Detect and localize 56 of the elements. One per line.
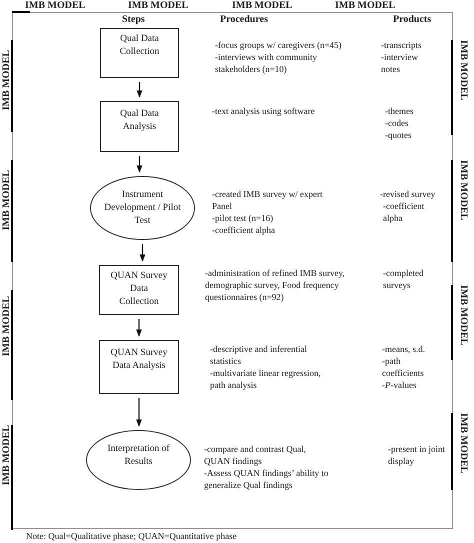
model-label: IMB MODEL — [1, 425, 12, 486]
column-header: Procedures — [220, 14, 268, 26]
step-label: QUAN Survey Data Analysis — [110, 347, 168, 373]
arrow — [136, 156, 142, 173]
step-label: QUAN Survey Data Collection — [110, 270, 168, 309]
column-header: Products — [393, 14, 432, 26]
procedure-text: -coefficient alpha — [212, 224, 276, 236]
product-text: -coefficient alpha — [383, 200, 426, 224]
step-label: Instrument Development / Pilot Test — [103, 189, 182, 228]
arrow — [136, 319, 142, 337]
caption: Note: Qual=Qualitative phase; QUAN=Quantitative phase — [26, 530, 237, 542]
procedure-text: -descriptive and inferential statistics — [210, 343, 308, 367]
process-box — [99, 340, 179, 394]
model-label: IMB MODEL — [128, 0, 188, 12]
model-label: IMB MODEL — [335, 0, 396, 12]
product-text: -present in joint display — [388, 443, 446, 467]
product-text: -completed surveys — [383, 267, 424, 291]
model-label: IMB MODEL — [232, 0, 292, 12]
procedure-text: -text analysis using software — [212, 105, 316, 117]
process-box — [100, 101, 179, 152]
procedure-text: -created IMB survey w/ expert Panel — [212, 188, 324, 212]
process-box — [99, 265, 179, 315]
model-label: IMB MODEL — [458, 160, 469, 220]
procedure-text: -interviews with community stakeholders (n=10) — [215, 51, 318, 75]
product-text: -transcripts — [381, 39, 422, 51]
model-label: IMB MODEL — [458, 413, 469, 474]
process-ellipse — [86, 430, 191, 490]
procedure-text: -compare and contrast Qual, QUAN findings — [204, 443, 307, 467]
process-ellipse — [90, 176, 195, 240]
step-label: Interpretation of Results — [106, 443, 170, 469]
procedure-text: -multivariate linear regression, path analysis — [210, 367, 322, 391]
product-text: -interview notes — [381, 51, 419, 75]
arrow — [140, 244, 146, 262]
model-label: IMB MODEL — [1, 170, 12, 230]
column-header: Steps — [122, 14, 145, 26]
procedure-text: -focus groups w/ caregivers (n=45) — [215, 39, 343, 51]
product-text: -path coefficients — [382, 355, 425, 379]
procedure-text: -Assess QUAN findings’ ability to generalize Qual findings — [204, 467, 330, 491]
model-label: IMB MODEL — [1, 50, 12, 110]
arrow — [136, 398, 142, 427]
model-label: IMB MODEL — [1, 296, 12, 356]
product-text: -means, s.d. — [382, 343, 426, 355]
model-label: IMB MODEL — [458, 285, 469, 346]
process-box — [100, 28, 179, 78]
product-text: -revised survey — [380, 188, 436, 200]
arrow — [136, 82, 142, 98]
product-text: -quotes — [385, 129, 412, 141]
step-label: Qual Data Analysis — [119, 108, 160, 134]
product-text: -P-values — [382, 379, 418, 391]
model-label: IMB MODEL — [25, 0, 86, 12]
procedure-text: -administration of refined IMB survey, demographic survey, Food frequency questionnaires (n=92) — [205, 267, 345, 303]
procedure-text: -pilot test (n=16) — [212, 212, 274, 224]
step-label: Qual Data Collection — [118, 33, 160, 59]
product-text: -codes — [385, 117, 410, 129]
product-text: -themes — [385, 105, 414, 117]
model-label: IMB MODEL — [458, 40, 469, 100]
